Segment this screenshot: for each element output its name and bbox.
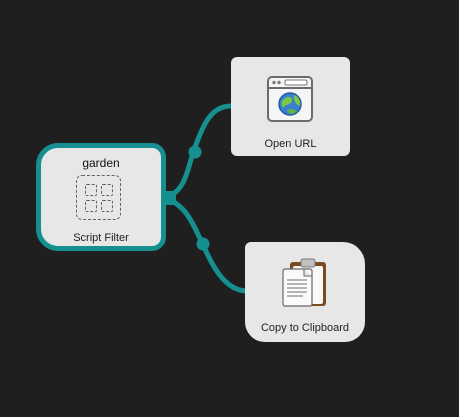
copy-to-clipboard-node[interactable]: Copy to Clipboard bbox=[245, 242, 365, 342]
script-filter-tile-icon bbox=[85, 184, 97, 196]
connection-dot-open-url[interactable] bbox=[188, 145, 202, 159]
script-filter-label: Script Filter bbox=[73, 232, 129, 244]
script-filter-node[interactable]: garden Script Filter bbox=[36, 143, 166, 251]
script-filter-tile-icon bbox=[101, 200, 113, 212]
connection-copy-to-clipboard[interactable] bbox=[163, 195, 250, 294]
open-url-node[interactable]: Open URL bbox=[231, 57, 350, 156]
script-filter-tile-icon bbox=[101, 184, 113, 196]
open-url-label: Open URL bbox=[264, 138, 317, 150]
connection-dot-copy-to-clipboard[interactable] bbox=[196, 237, 210, 251]
browser-globe-icon bbox=[267, 76, 313, 122]
connection-open-url[interactable] bbox=[163, 103, 234, 200]
script-filter-icon bbox=[76, 175, 121, 220]
script-filter-tile-icon bbox=[85, 200, 97, 212]
script-filter-keyword: garden bbox=[82, 156, 120, 170]
copy-to-clipboard-label: Copy to Clipboard bbox=[260, 322, 350, 334]
clipboard-icon bbox=[282, 258, 326, 307]
